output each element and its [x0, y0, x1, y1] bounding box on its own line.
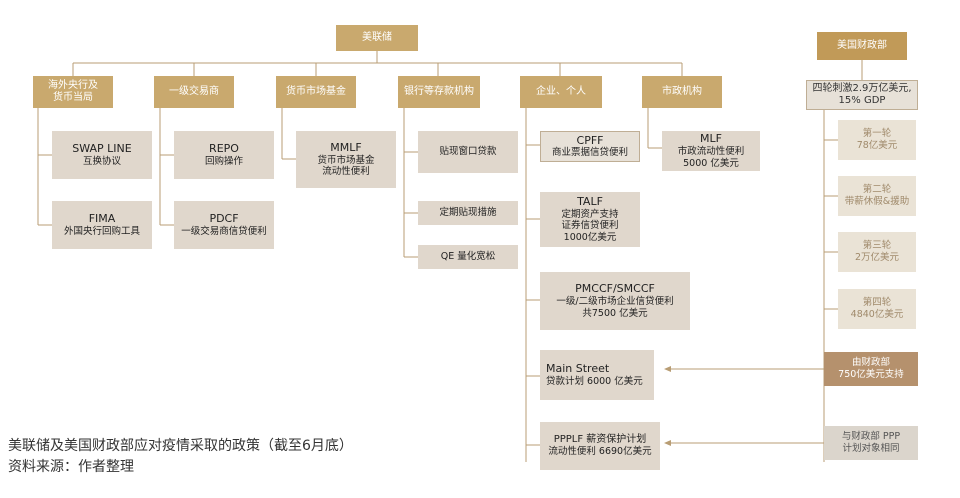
tool-name: PDCF — [209, 212, 239, 226]
tool-desc: 一级交易商信贷便利 — [181, 225, 267, 237]
round-label: 第二轮 — [862, 184, 892, 196]
treasury-support-box: 由财政部 750亿美元支持 — [824, 352, 918, 386]
tool-name: QE 量化宽松 — [440, 251, 496, 263]
round-value: 2万亿美元 — [854, 252, 900, 263]
treasury-round-2: 第二轮 带薪休假&援助 — [838, 176, 916, 216]
tool-name: PMCCF/SMCCF — [575, 282, 655, 296]
tool-mmlf: MMLF 货币市场基金 流动性便利 — [296, 131, 396, 188]
category-label: 货币市场基金 — [286, 85, 346, 97]
fed-title: 美联储 — [362, 31, 392, 43]
round-label: 第一轮 — [862, 128, 892, 140]
treasury-round-3: 第三轮 2万亿美元 — [838, 232, 916, 272]
figure-source: 资料来源：作者整理 — [8, 459, 134, 475]
ppp-line: 与财政部 PPP — [841, 431, 901, 443]
round-label: 第三轮 — [862, 240, 892, 252]
tool-ppplf: PPPLF 薪资保护计划 流动性便利 6690亿美元 — [540, 422, 660, 470]
treasury-stimulus-box: 四轮刺激2.9万亿美元, 15% GDP — [806, 80, 918, 110]
tool-desc: 货币市场基金 — [317, 154, 375, 166]
category-label: 银行等存款机构 — [404, 85, 474, 97]
tool-name: MLF — [700, 132, 722, 146]
tool-desc: 回购操作 — [204, 155, 243, 167]
stimulus-line: 15% GDP — [838, 95, 886, 106]
tool-desc: 5000 亿美元 — [683, 157, 739, 169]
category-label: 海外央行及 — [48, 79, 98, 91]
category-label: 一级交易商 — [169, 85, 219, 97]
tool-swap-line: SWAP LINE 互换协议 — [52, 131, 152, 179]
tool-desc: 1000亿美元 — [563, 232, 617, 244]
tool-pmccf-smccf: PMCCF/SMCCF 一级/二级市场企业信贷便利 共7500 亿美元 — [540, 272, 690, 330]
category-label: 货币当局 — [53, 92, 93, 103]
tool-desc: 外国央行回购工具 — [63, 225, 140, 237]
category-corporates-individuals: 企业、个人 — [520, 76, 602, 108]
category-overseas-central-banks: 海外央行及 货币当局 — [33, 76, 113, 108]
tool-name: 定期贴现措施 — [439, 207, 497, 219]
category-money-market-funds: 货币市场基金 — [276, 76, 356, 108]
tool-name: CPFF — [576, 133, 604, 147]
category-primary-dealers: 一级交易商 — [154, 76, 234, 108]
tool-main-street: Main Street 贷款计划 6000 亿美元 — [540, 350, 654, 400]
tool-cpff: CPFF 商业票据信贷便利 — [540, 131, 640, 162]
treasury-ppp-box: 与财政部 PPP 计划对象相同 — [824, 426, 918, 460]
fed-root-box: 美联储 — [336, 25, 418, 51]
tool-name: FIMA — [88, 212, 116, 226]
support-line: 750亿美元支持 — [838, 369, 904, 380]
treasury-round-4: 第四轮 4840亿美元 — [838, 289, 916, 329]
tool-name: PPPLF 薪资保护计划 — [553, 433, 647, 445]
tool-name: MMLF — [330, 140, 362, 154]
tool-name: 贴现窗口贷款 — [439, 146, 497, 158]
round-value: 带薪休假&援助 — [844, 196, 910, 207]
treasury-title: 美国财政部 — [837, 39, 887, 51]
tool-repo: REPO 回购操作 — [174, 131, 274, 179]
round-value: 4840亿美元 — [850, 309, 904, 320]
treasury-round-1: 第一轮 78亿美元 — [838, 120, 916, 160]
tool-name: SWAP LINE — [72, 142, 132, 156]
tool-talf: TALF 定期资产支持 证券信贷便利 1000亿美元 — [540, 192, 640, 247]
round-label: 第四轮 — [862, 297, 892, 309]
figure-caption: 美联储及美国财政部应对疫情采取的政策（截至6月底） — [8, 438, 353, 454]
round-value: 78亿美元 — [856, 140, 898, 151]
tool-discount-window: 贴现窗口贷款 — [418, 131, 518, 173]
category-municipal: 市政机构 — [642, 76, 722, 108]
tool-desc: 互换协议 — [82, 155, 121, 167]
tool-desc: 共7500 亿美元 — [582, 307, 648, 319]
tool-fima: FIMA 外国央行回购工具 — [52, 201, 152, 249]
tool-name: Main Street — [546, 362, 610, 376]
tool-desc: 流动性便利 6690亿美元 — [548, 446, 652, 458]
category-depository-institutions: 银行等存款机构 — [398, 76, 480, 108]
tool-desc: 流动性便利 — [322, 166, 370, 178]
support-line: 由财政部 — [851, 357, 890, 369]
tool-mlf: MLF 市政流动性便利 5000 亿美元 — [662, 131, 760, 171]
category-label: 企业、个人 — [536, 85, 586, 97]
tool-desc: 定期资产支持 — [561, 208, 619, 220]
ppp-line: 计划对象相同 — [842, 443, 900, 454]
tool-desc: 一级/二级市场企业信贷便利 — [556, 296, 674, 307]
tool-term-discount: 定期贴现措施 — [418, 201, 518, 225]
tool-name: REPO — [209, 142, 239, 156]
tool-desc: 商业票据信贷便利 — [551, 147, 628, 159]
tool-qe: QE 量化宽松 — [418, 245, 518, 269]
tool-desc: 证券信贷便利 — [561, 220, 619, 232]
category-label: 市政机构 — [662, 85, 702, 97]
tool-name: TALF — [577, 194, 603, 208]
tool-desc: 市政流动性便利 — [677, 146, 745, 157]
treasury-root-box: 美国财政部 — [817, 32, 907, 60]
tool-desc: 贷款计划 6000 亿美元 — [546, 375, 643, 387]
tool-pdcf: PDCF 一级交易商信贷便利 — [174, 201, 274, 249]
stimulus-line: 四轮刺激2.9万亿美元, — [812, 82, 912, 94]
